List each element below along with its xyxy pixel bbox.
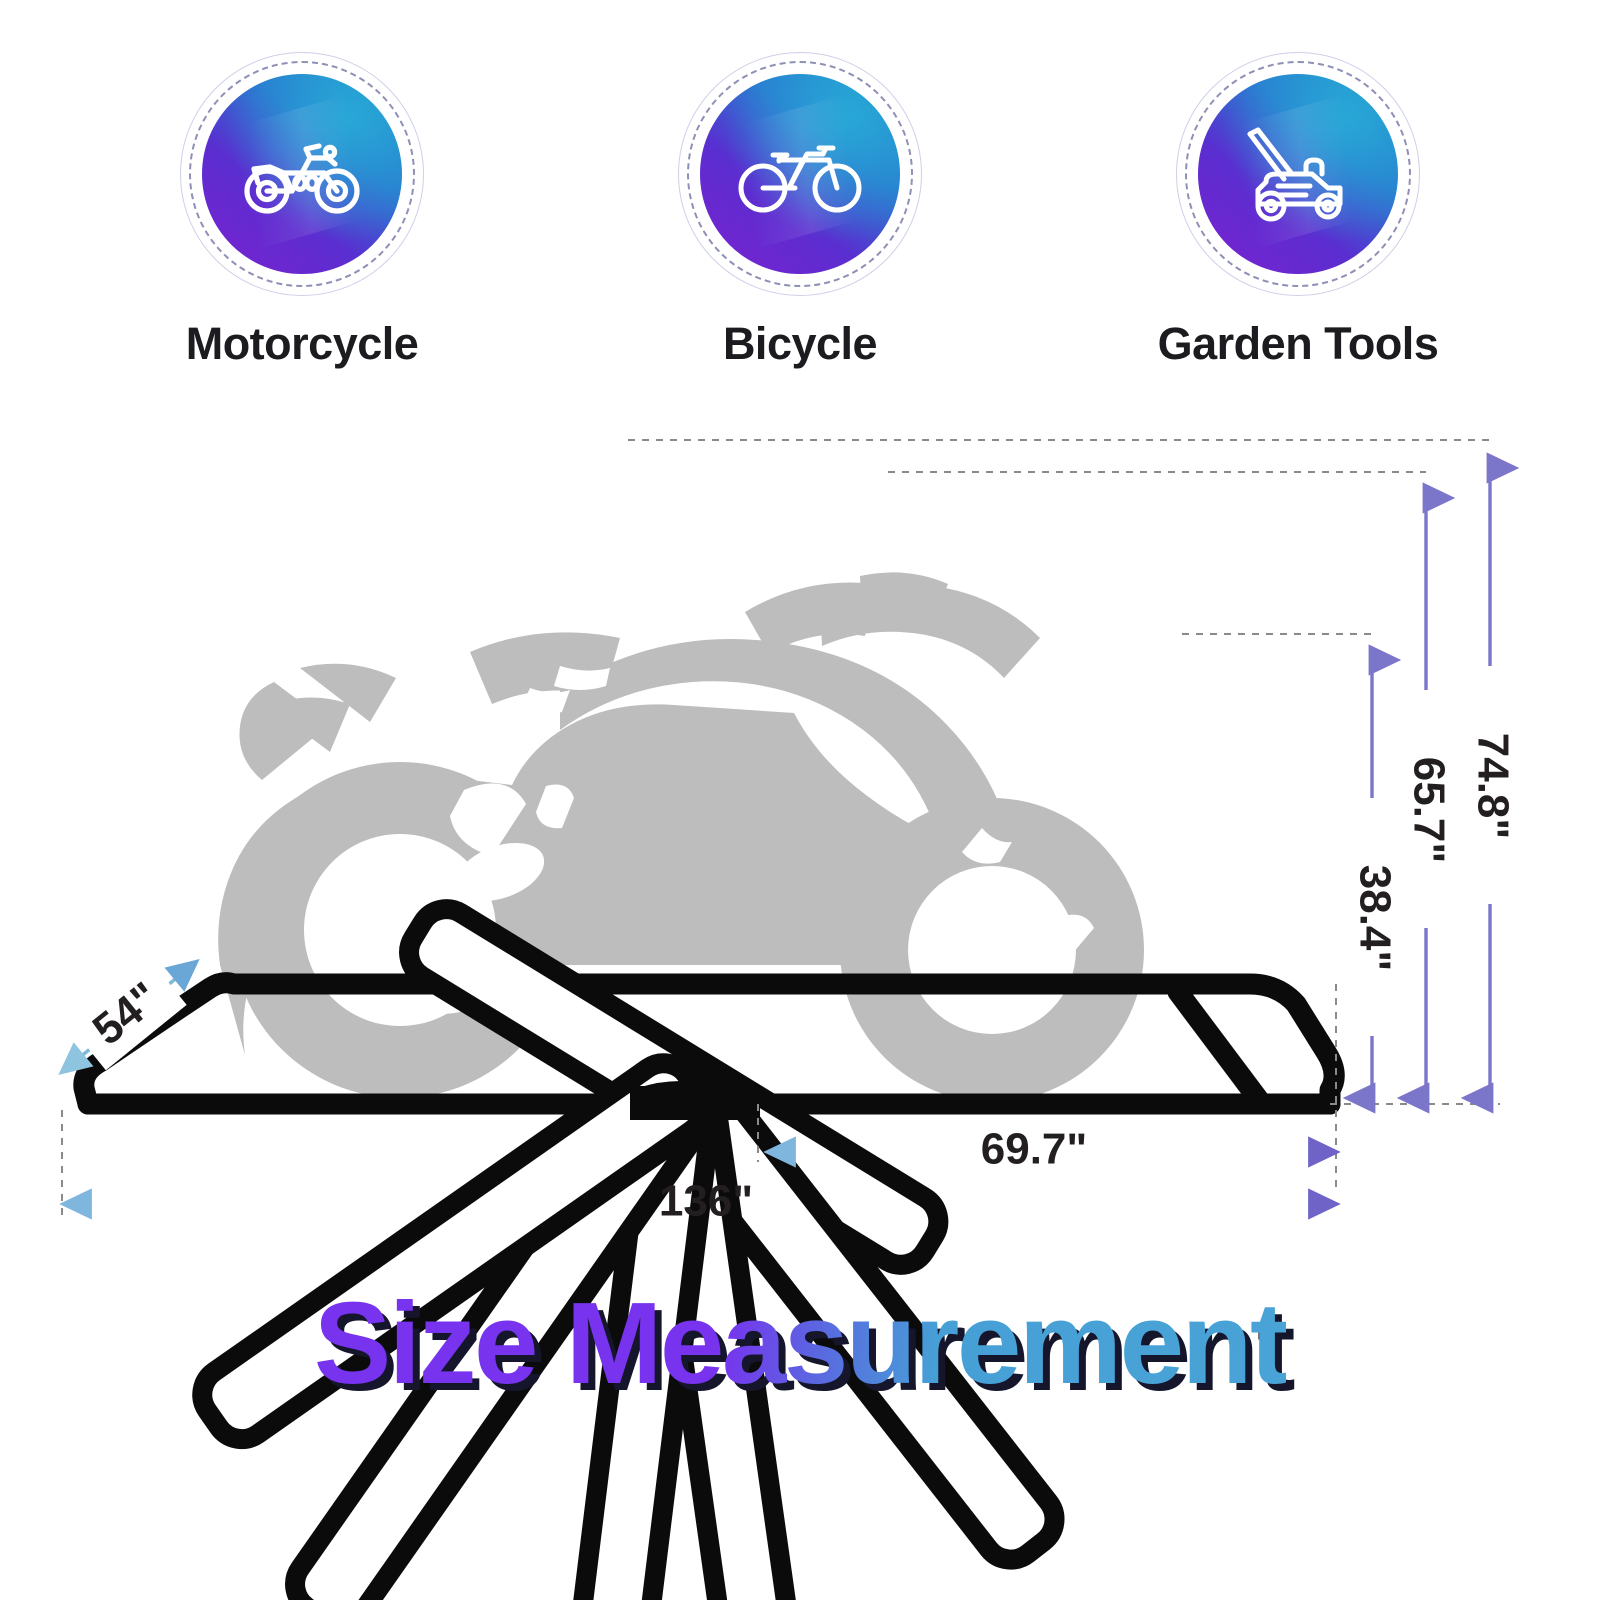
badge-gradient-core bbox=[202, 74, 402, 274]
dimension-label-69: 69.7" bbox=[981, 1125, 1088, 1174]
badge-outer-ring bbox=[1176, 52, 1420, 296]
dimension-height-low: 38.4" bbox=[1340, 644, 1404, 1114]
dimension-label-38: 38.4" bbox=[1350, 865, 1399, 972]
dimension-width-partial: 69.7" bbox=[763, 1125, 1341, 1174]
badge-dashed-ring bbox=[687, 61, 913, 287]
dimension-height-total: 74.8" bbox=[1458, 452, 1522, 1114]
lawn-mower-icon bbox=[1247, 127, 1343, 222]
badge-gradient-core bbox=[1198, 74, 1398, 274]
dimension-height-mid: 65.7" bbox=[1394, 482, 1458, 1114]
feature-bicycle: Bicycle bbox=[635, 52, 965, 370]
feature-garden-tools: Garden Tools bbox=[1133, 52, 1463, 370]
feature-label-garden-tools: Garden Tools bbox=[1157, 318, 1439, 369]
badge-dashed-ring bbox=[189, 61, 415, 287]
badge-dashed-ring bbox=[1185, 61, 1411, 287]
badge-motorcycle bbox=[180, 52, 424, 296]
feature-label-motorcycle: Motorcycle bbox=[185, 318, 419, 369]
dimension-width-total: 136" bbox=[59, 1177, 1341, 1226]
badge-outer-ring bbox=[180, 52, 424, 296]
badge-garden-tools bbox=[1176, 52, 1420, 296]
badge-gradient-core bbox=[700, 74, 900, 274]
feature-badges-row: Motorcycle bbox=[0, 52, 1600, 370]
dimension-label-136: 136" bbox=[659, 1177, 753, 1226]
feature-motorcycle: Motorcycle bbox=[137, 52, 467, 370]
badge-bicycle bbox=[678, 52, 922, 296]
stand-center-hub bbox=[630, 1081, 760, 1120]
badge-outer-ring bbox=[678, 52, 922, 296]
bicycle-icon bbox=[738, 145, 862, 213]
dimension-label-74: 74.8" bbox=[1468, 733, 1517, 840]
feature-label-bicycle: Bicycle bbox=[722, 318, 878, 369]
motorcycle-icon bbox=[244, 143, 360, 214]
dimension-label-65: 65.7" bbox=[1404, 757, 1453, 864]
